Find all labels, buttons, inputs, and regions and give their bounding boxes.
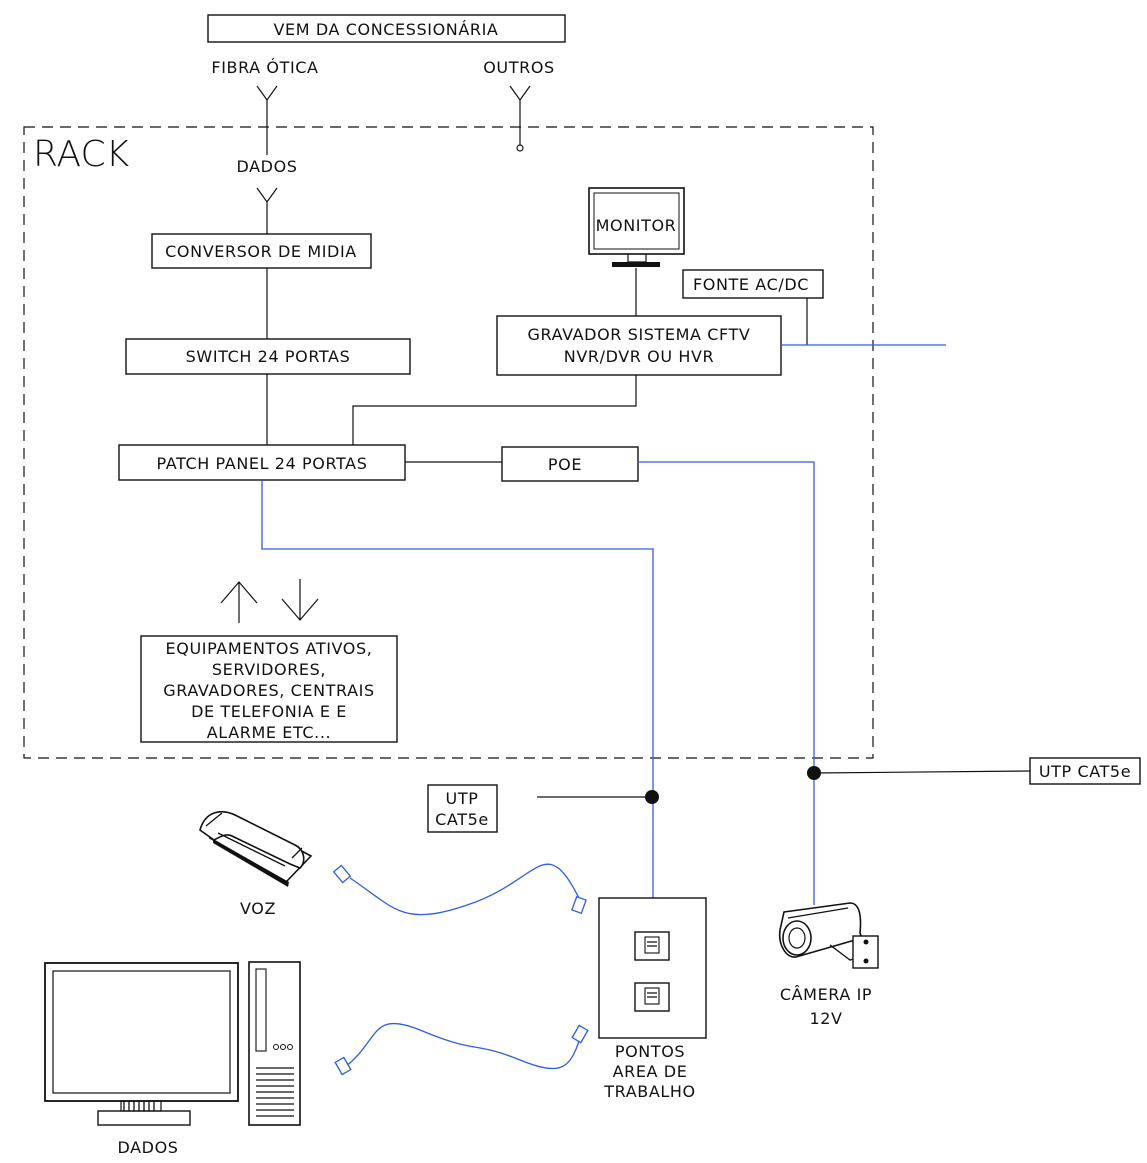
- poe-box: [501, 446, 639, 482]
- conversor-box: [151, 233, 372, 269]
- down-arrow-icon: [281, 579, 319, 621]
- fonte-label: FONTE AC/DC: [693, 275, 809, 294]
- equipamentos-line2: SERVIDORES,: [212, 660, 326, 679]
- utp-right-label: UTP CAT5e: [1039, 762, 1131, 781]
- dados-plug-right-icon: [571, 1024, 589, 1044]
- dados-plug-left-icon: [334, 1056, 352, 1076]
- rack-boundary: [23, 126, 874, 759]
- pontos-line3: TRABALHO: [603, 1082, 695, 1101]
- utp-left-junction: [645, 790, 659, 804]
- telephone-icon: [199, 811, 313, 887]
- fibra-otica-label: FIBRA ÓTICA: [211, 58, 318, 77]
- dados-cable: [344, 1022, 581, 1070]
- utp-right-junction: [807, 766, 821, 780]
- voz-plug-right-icon: [571, 895, 587, 915]
- camera-icon: [778, 902, 879, 969]
- concessionaria-box: [207, 14, 566, 43]
- switch-box: [125, 338, 411, 375]
- outros-label: OUTROS: [483, 58, 555, 77]
- gravador-box: [496, 315, 782, 376]
- switch-label: SWITCH 24 PORTAS: [186, 347, 351, 366]
- outros-entry-symbol: [509, 85, 531, 152]
- dados-computer-label: DADOS: [117, 1138, 178, 1157]
- fibra-entry-symbol: [256, 85, 278, 155]
- voz-label: VOZ: [240, 899, 276, 918]
- utp-left-box: [427, 784, 498, 833]
- camera-line1: CÂMERA IP: [780, 985, 872, 1004]
- pontos-line2: AREA DE: [613, 1062, 688, 1081]
- monitor-label: MONITOR: [596, 216, 677, 235]
- gravador-line1: GRAVADOR SISTEMA CFTV: [528, 325, 751, 344]
- camera-line2: 12V: [809, 1009, 842, 1028]
- utp-left-line2: CAT5e: [435, 810, 489, 829]
- patch-panel-label: PATCH PANEL 24 PORTAS: [157, 454, 368, 473]
- equipamentos-line3: GRAVADORES, CENTRAIS: [163, 681, 374, 700]
- rack-title: RACK: [33, 134, 130, 175]
- computer-monitor-icon: [44, 962, 239, 1126]
- gravador-patch-wire: [352, 375, 637, 445]
- utp-left-line1: UTP: [446, 789, 479, 808]
- equipamentos-line5: ALARME ETC...: [207, 723, 331, 742]
- computer-tower-icon: [248, 961, 301, 1126]
- poe-camera-cable: [638, 461, 815, 905]
- fonte-box: [682, 269, 824, 299]
- pontos-line1: PONTOS: [615, 1042, 685, 1061]
- voz-cable: [349, 863, 581, 916]
- wall-plate-icon: [598, 897, 707, 1039]
- gravador-line2: NVR/DVR OU HVR: [564, 347, 715, 366]
- patch-pontos-cable: [261, 480, 654, 898]
- voz-plug-left-icon: [332, 864, 352, 884]
- equipamentos-box: [140, 635, 398, 743]
- concessionaria-title: VEM DA CONCESSIONÁRIA: [274, 20, 499, 39]
- conversor-label: CONVERSOR DE MIDIA: [165, 242, 357, 261]
- patch-panel-box: [118, 444, 406, 481]
- monitor-icon: [588, 187, 685, 267]
- equipamentos-line1: EQUIPAMENTOS ATIVOS,: [166, 639, 373, 658]
- dados-rack-label: DADOS: [236, 157, 297, 176]
- up-arrow-icon: [220, 581, 258, 623]
- equipamentos-line4: DE TELEFONIA E E: [191, 702, 347, 721]
- dados-entry-symbol: [256, 187, 278, 234]
- poe-label: POE: [548, 455, 582, 474]
